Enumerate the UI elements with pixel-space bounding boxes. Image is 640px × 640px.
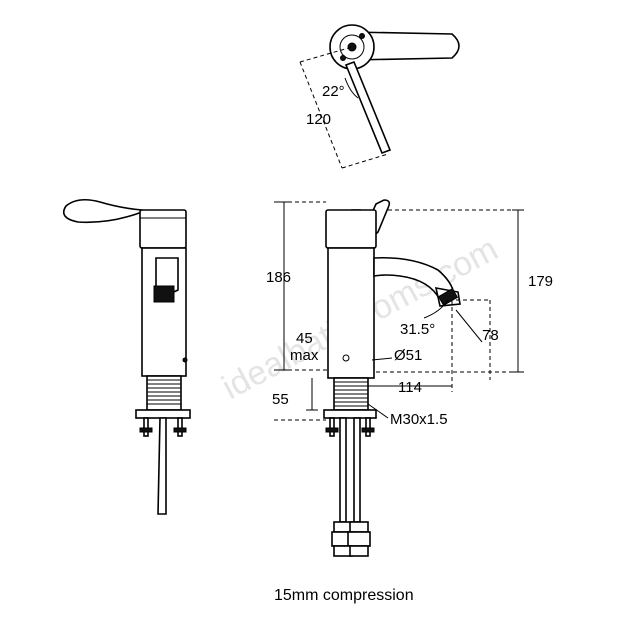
side-view <box>62 198 191 515</box>
deck-max-label: 45 <box>296 330 313 347</box>
projection-label: 114 <box>398 379 422 396</box>
overall-height-label: 186 <box>266 269 291 286</box>
deck-max-unit-label: max <box>290 347 319 364</box>
caption-text: 15mm compression <box>274 587 414 604</box>
thread-length-label: 55 <box>272 391 289 408</box>
thread-size-label: M30x1.5 <box>390 411 448 428</box>
dimension-lines <box>274 201 524 421</box>
body-diameter-label: Ø51 <box>394 347 422 364</box>
top-lever-length-label: 120 <box>306 111 331 128</box>
spout-height-label: 179 <box>528 273 553 290</box>
top-angle-label: 22° <box>322 83 345 100</box>
spout-angle-label: 31.5° <box>400 321 435 338</box>
top-view <box>299 24 460 169</box>
spout-drop-label: 78 <box>482 327 499 344</box>
front-view <box>323 199 461 557</box>
